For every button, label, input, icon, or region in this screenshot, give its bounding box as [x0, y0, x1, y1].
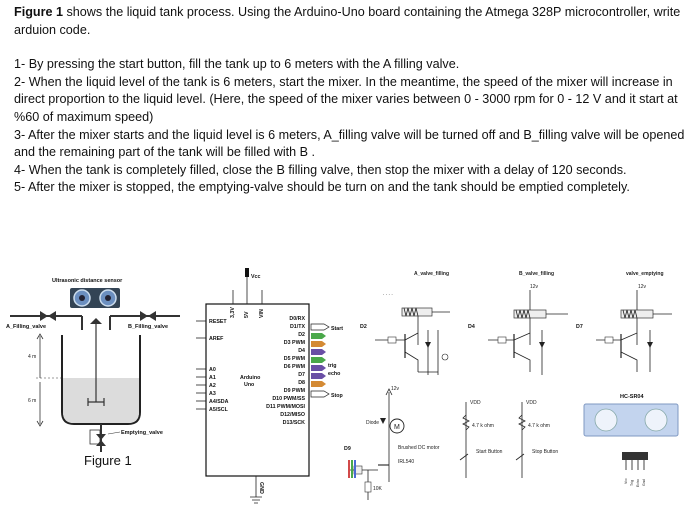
pin-d9: D9 PWM [284, 388, 306, 394]
tag-start: Start [331, 326, 343, 332]
figure-caption: Figure 1 [84, 453, 132, 468]
pin-a3: A3 [209, 391, 216, 397]
label-d2: D2 [360, 324, 367, 330]
svg-text:M: M [394, 424, 400, 431]
mixer-icon [87, 318, 105, 406]
valve-b-title: B_valve_filling [519, 271, 554, 277]
label-motor: Brushed DC motor [398, 445, 440, 451]
arduino-outline [205, 303, 310, 477]
tank-liquid [63, 378, 139, 423]
pin-a0: A0 [209, 367, 216, 373]
valve-b-driver [488, 290, 568, 375]
pin-a2: A2 [209, 383, 216, 389]
figure-ref: Figure 1 [14, 5, 63, 19]
r-stop: 4.7 k ohm [528, 423, 550, 429]
left-pins: RESET AREF A0 A1 A2 A3 A4/SDA A5/SCL [196, 319, 229, 413]
valve-e-driver [596, 290, 672, 372]
pin-d3: D3 PWM [284, 340, 306, 346]
pin-d2: D2 [298, 332, 305, 338]
pin-gnd: GND [258, 482, 264, 494]
pin-d10: D10 PWM/SS [272, 396, 305, 402]
pin-d8: D8 [298, 380, 305, 386]
hc-label: HC-SR04 [620, 394, 644, 400]
step-3: 3- After the mixer starts and the liquid… [14, 127, 685, 160]
label-10k: 10K [373, 486, 383, 492]
step-4: 4- When the tank is completely filled, c… [14, 162, 627, 177]
button-circuits: VDD VDD 4.7 k ohm 4.7 k ohm Start Button… [459, 400, 558, 478]
intro-text: shows the liquid tank process. Using the… [14, 5, 681, 37]
pin-d12: D12/MISO [280, 412, 305, 418]
pin-5v: 5V [244, 311, 250, 318]
hc-pin-echo: Echo [636, 479, 640, 487]
ultrasonic-sensor-icon [70, 288, 120, 308]
pin-d7: D7 [298, 372, 305, 378]
stop-button-label: Stop Button [532, 449, 558, 455]
step-5: 5- After the mixer is stopped, the empty… [14, 180, 630, 195]
b-valve-icon [140, 311, 156, 321]
hc-sr04-module: HC-SR04 Vcc Trig Echo Gnd [583, 394, 679, 487]
pin-a5: A5/SCL [209, 407, 229, 413]
pin-3v3: 3,3V [230, 307, 236, 318]
tag-trig: trig [328, 363, 337, 369]
arduino-board: Vcc 3,3V 5V VIN RESET AREF A0 A1 A2 A3 A… [196, 268, 344, 504]
arduino-name-1: Arduino [240, 375, 261, 381]
a-valve-label: A_Filling_valve [6, 324, 46, 330]
signal-tags [310, 323, 330, 398]
valve-a-title: A_valve_filling [414, 271, 449, 277]
driver-circuits: A_valve_filling B_valve_filling valve_em… [344, 271, 679, 500]
intro-paragraph: Figure 1 shows the liquid tank process. … [14, 4, 690, 39]
label-diode: Diode [366, 420, 379, 426]
hc-pin-gnd: Gnd [642, 479, 646, 486]
label-d7: D7 [576, 324, 583, 330]
hc-pin-vcc: Vcc [624, 478, 628, 484]
tag-stop: Stop [331, 393, 344, 399]
vcc-label: Vcc [251, 274, 260, 280]
pin-d13: D13/SCK [283, 420, 306, 426]
pin-d0: D0/RX [289, 316, 305, 322]
level-indicator [36, 333, 62, 427]
start-button-label: Start Button [476, 449, 503, 455]
motor-icon [389, 418, 405, 434]
vdd-start: VDD [470, 400, 481, 406]
valve-a-driver: . . . . [375, 291, 450, 375]
label-d9: D9 [344, 446, 351, 452]
level-top-label: 4 m [28, 354, 36, 360]
pin-vin: VIN [259, 309, 265, 318]
ground-icon [250, 496, 262, 504]
a-valve-icon [40, 311, 56, 321]
pin-d11: D11 PWM/MOSI [266, 404, 305, 410]
b-valve-label: B_Filling_valve [128, 324, 168, 330]
pin-aref: AREF [209, 336, 224, 342]
sensor-label: Ultrasonic distance sensor [52, 278, 123, 284]
tag-echo: echo [328, 371, 341, 377]
pin-a1: A1 [209, 375, 216, 381]
arduino-name-2: Uno [244, 382, 255, 388]
tank-diagram: Ultrasonic distance sensor A_Filling_val… [6, 278, 180, 468]
v12-b: 12v [530, 284, 539, 290]
label-12v: 12v [391, 386, 400, 392]
pin-d5: D5 PWM [284, 356, 306, 362]
vdd-stop: VDD [526, 400, 537, 406]
emptying-valve-label: Emptying_valve [121, 430, 163, 436]
pin-d1: D1/TX [290, 324, 305, 330]
pin-d4: D4 [298, 348, 305, 354]
pin-a4: A4/SDA [209, 399, 229, 405]
r-start: 4.7 k ohm [472, 423, 494, 429]
motor-driver: 12v Diode M Brushed DC motor IRL540 10K [348, 386, 440, 500]
step-1: 1- By pressing the start button, fill th… [14, 57, 460, 72]
svg-text:. . . .: . . . . [383, 291, 393, 297]
pin-reset: RESET [209, 319, 227, 325]
right-pins: D0/RX D1/TX D2 D3 PWM D4 D5 PWM D6 PWM D… [266, 316, 305, 426]
step-2: 2- When the liquid level of the tank is … [14, 74, 678, 124]
label-mosfet: IRL540 [398, 459, 414, 465]
problem-text: Figure 1 shows the liquid tank process. … [14, 4, 690, 197]
level-bottom-label: 6 m [28, 398, 36, 404]
emptying-valve-icon [96, 434, 106, 446]
hc-pin-trig: Trig [630, 480, 634, 486]
v12-e: 12v [638, 284, 647, 290]
pin-d6: D6 PWM [284, 364, 306, 370]
label-d4: D4 [468, 324, 475, 330]
valve-e-title: valve_emptying [626, 271, 664, 277]
